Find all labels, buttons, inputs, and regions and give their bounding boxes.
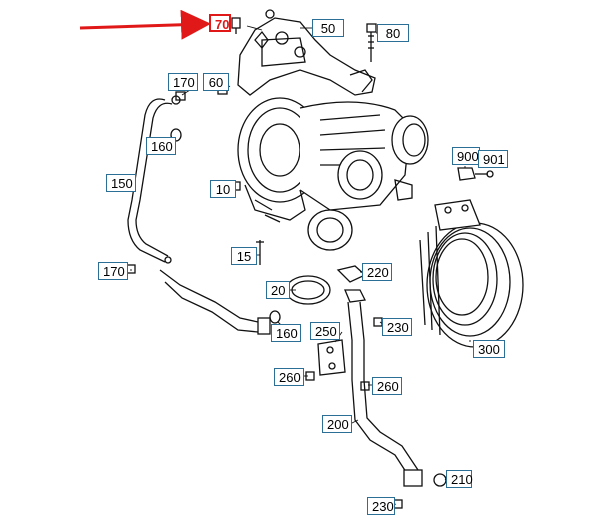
callout-900[interactable]: 900 xyxy=(452,147,480,165)
callout-220[interactable]: 220 xyxy=(362,263,392,281)
mounting-bracket xyxy=(237,9,376,96)
callout-15[interactable]: 15 xyxy=(231,247,257,265)
callout-170-left[interactable]: 170 xyxy=(98,262,128,280)
seal-160 xyxy=(170,128,281,324)
callout-210[interactable]: 210 xyxy=(446,470,473,488)
callout-170-top[interactable]: 170 xyxy=(168,73,198,91)
sensor-900 xyxy=(457,167,494,181)
drain-pipe xyxy=(336,265,447,487)
turbocharger xyxy=(237,97,429,251)
callout-250[interactable]: 250 xyxy=(310,322,340,340)
exhaust-bellows xyxy=(419,199,524,348)
callout-260-left[interactable]: 260 xyxy=(274,368,304,386)
callout-70[interactable]: 70 xyxy=(209,14,231,32)
callout-50[interactable]: 50 xyxy=(312,19,344,37)
callout-230-mid[interactable]: 230 xyxy=(382,318,412,336)
callout-901[interactable]: 901 xyxy=(478,150,508,168)
callout-230-bottom[interactable]: 230 xyxy=(367,497,395,515)
callout-60[interactable]: 60 xyxy=(203,73,229,91)
callout-160-top[interactable]: 160 xyxy=(146,137,176,155)
pointer-arrow xyxy=(79,9,211,40)
bracket-250 xyxy=(317,339,346,376)
leader-lines xyxy=(130,25,471,506)
bolt-70 xyxy=(231,17,241,34)
callout-260-right[interactable]: 260 xyxy=(372,377,402,395)
return-hose xyxy=(159,269,271,335)
callout-10[interactable]: 10 xyxy=(210,180,236,198)
callout-20[interactable]: 20 xyxy=(266,281,290,299)
callout-300[interactable]: 300 xyxy=(473,340,505,358)
bolt-80 xyxy=(366,23,377,62)
callout-80[interactable]: 80 xyxy=(377,24,409,42)
callout-200[interactable]: 200 xyxy=(322,415,352,433)
stud-15 xyxy=(256,240,264,265)
callout-150[interactable]: 150 xyxy=(106,174,136,192)
callout-160-mid[interactable]: 160 xyxy=(271,324,301,342)
